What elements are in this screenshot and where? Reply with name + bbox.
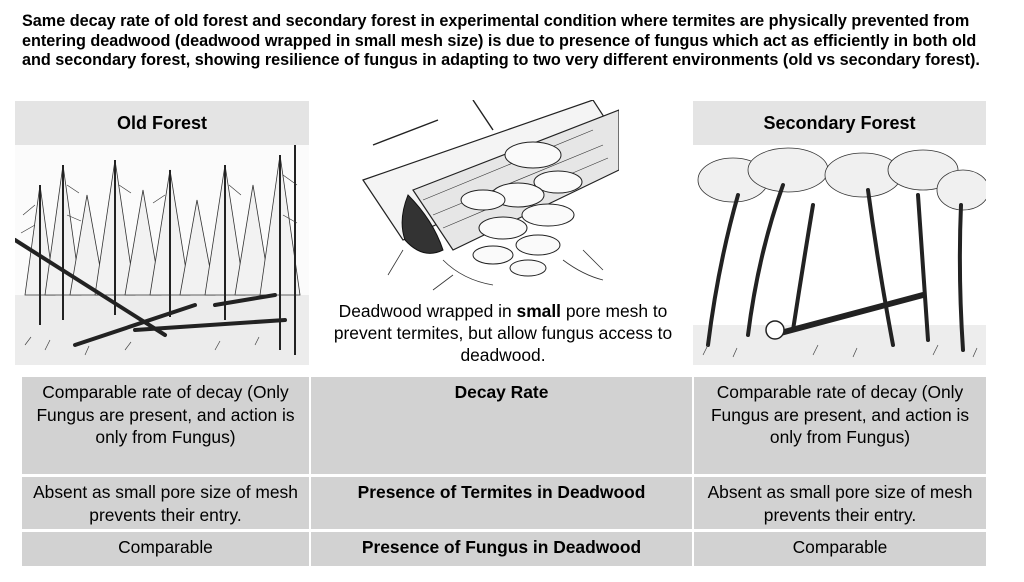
table-cell-secondary-fungus: Comparable: [694, 532, 986, 566]
figure-caption: Same decay rate of old forest and second…: [22, 12, 980, 70]
old-forest-header: Old Forest: [15, 101, 309, 145]
mid-caption-part: Deadwood wrapped in: [338, 301, 517, 321]
secondary-forest-header: Secondary Forest: [693, 101, 986, 145]
table-cell-old-termites: Absent as small pore size of mesh preven…: [22, 477, 309, 529]
table-row-label-termites: Presence of Termites in Deadwood: [311, 477, 692, 529]
table-row-label-decay-rate: Decay Rate: [311, 377, 692, 474]
mid-caption-emphasis: small: [516, 301, 562, 321]
old-forest-title: Old Forest: [116, 112, 207, 133]
secondary-forest-illustration: [693, 145, 986, 365]
mid-caption-part: pore mesh to prevent termites, but allow…: [333, 301, 673, 365]
deadwood-mesh-caption: Deadwood wrapped in small pore mesh to p…: [328, 300, 678, 366]
table-cell-secondary-termites: Absent as small pore size of mesh preven…: [694, 477, 986, 529]
table-cell-old-fungus: Comparable: [22, 532, 309, 566]
secondary-forest-title: Secondary Forest: [763, 112, 916, 133]
table-cell-secondary-decay: Comparable rate of decay (Only Fungus ar…: [694, 377, 986, 474]
table-cell-old-decay: Comparable rate of decay (Only Fungus ar…: [22, 377, 309, 474]
old-forest-illustration: [15, 145, 309, 365]
deadwood-fungus-illustration: [343, 100, 619, 298]
table-row-label-fungus: Presence of Fungus in Deadwood: [311, 532, 692, 566]
